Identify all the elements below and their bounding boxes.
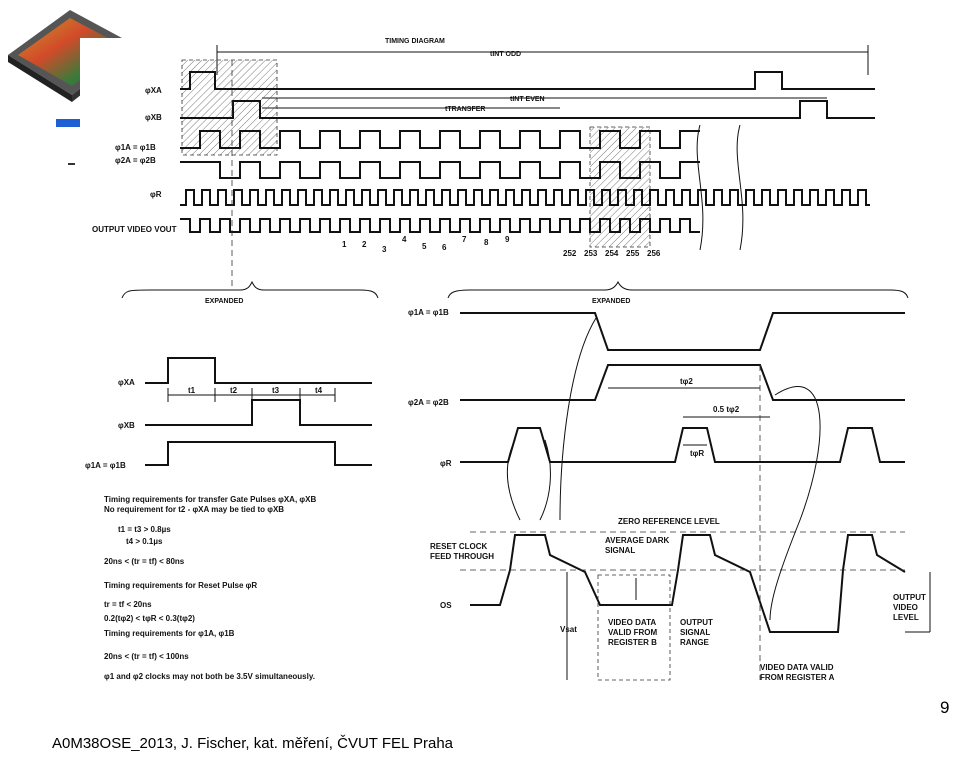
pix-256: 256 (647, 249, 661, 258)
label-phi-xb: φXB (145, 113, 162, 122)
footer: A0M38OSE_2013, J. Fischer, kat. měření, … (52, 735, 454, 752)
right-label-os: OS (440, 601, 452, 610)
note-8: Timing requirements for φ1A, φ1B (104, 629, 235, 638)
note-9: 20ns < (tr = tf) < 100ns (104, 652, 189, 661)
expanded-left: EXPANDED (205, 298, 243, 305)
t-phi2: tφ2 (680, 377, 693, 386)
t-int-odd-label: tINT ODD (490, 51, 521, 58)
left-label-xb: φXB (118, 421, 135, 430)
t4: t4 (315, 386, 323, 395)
top-diagram: TIMING DIAGRAM tINT ODD tINT EVEN tTRANS… (92, 38, 909, 305)
zero-ref: ZERO REFERENCE LEVEL (618, 517, 720, 526)
vsat: Vsat (560, 625, 577, 634)
label-phi-r: φR (150, 190, 162, 199)
note-6: tr = tf < 20ns (104, 600, 152, 609)
pix-2: 2 (362, 240, 367, 249)
right-expanded: φ1A = φ1B φ2A = φ2B φR OS tφ2 0.5 tφ2 tφ… (408, 308, 931, 682)
note-4: 20ns < (tr = tf) < 80ns (104, 557, 185, 566)
pix-252: 252 (563, 249, 577, 258)
label-phi-2a: φ2A = φ2B (115, 156, 156, 165)
expanded-right: EXPANDED (592, 298, 630, 305)
note-1: No requirement for t2 - φXA may be tied … (104, 505, 284, 514)
t-transfer-label: tTRANSFER (445, 106, 485, 113)
pix-8: 8 (484, 238, 489, 247)
label-phi-1a: φ1A = φ1B (115, 143, 156, 152)
t-phi-r: tφR (690, 449, 704, 458)
right-label-2a: φ2A = φ2B (408, 398, 449, 407)
pix-9: 9 (505, 235, 510, 244)
pix-3: 3 (382, 245, 387, 254)
pix-1: 1 (342, 240, 347, 249)
pix-255: 255 (626, 249, 640, 258)
note-10: φ1 and φ2 clocks may not both be 3.5V si… (104, 672, 315, 681)
title-bar-accent (56, 119, 80, 127)
left-label-1a: φ1A = φ1B (85, 461, 126, 470)
pix-7: 7 (462, 235, 467, 244)
label-output-video: OUTPUT VIDEO VOUT (92, 225, 177, 234)
note-7: 0.2(tφ2) < tφR < 0.3(tφ2) (104, 614, 195, 623)
half-t-phi2: 0.5 tφ2 (713, 405, 740, 414)
pix-254: 254 (605, 249, 619, 258)
left-label-xa: φXA (118, 378, 135, 387)
pix-6: 6 (442, 243, 447, 252)
bullet-dash (68, 163, 75, 165)
note-2: t1 = t3 > 0.8µs (118, 525, 171, 534)
logo-mask (80, 38, 140, 98)
note-0: Timing requirements for transfer Gate Pu… (104, 495, 316, 504)
t1: t1 (188, 386, 196, 395)
t3: t3 (272, 386, 280, 395)
right-label-1a: φ1A = φ1B (408, 308, 449, 317)
pix-5: 5 (422, 242, 427, 251)
page-number: 9 (940, 698, 950, 717)
pix-4: 4 (402, 235, 407, 244)
note-5: Timing requirements for Reset Pulse φR (104, 581, 257, 590)
t2: t2 (230, 386, 238, 395)
label-phi-xa: φXA (145, 86, 162, 95)
note-3: t4 > 0.1µs (126, 537, 163, 546)
top-title: TIMING DIAGRAM (385, 38, 445, 45)
pix-253: 253 (584, 249, 598, 258)
right-label-r: φR (440, 459, 452, 468)
t-int-even-label: tINT EVEN (510, 96, 545, 103)
left-expanded: φXA φXB φ1A = φ1B t1 t2 t3 t4 Timing req… (85, 357, 372, 681)
